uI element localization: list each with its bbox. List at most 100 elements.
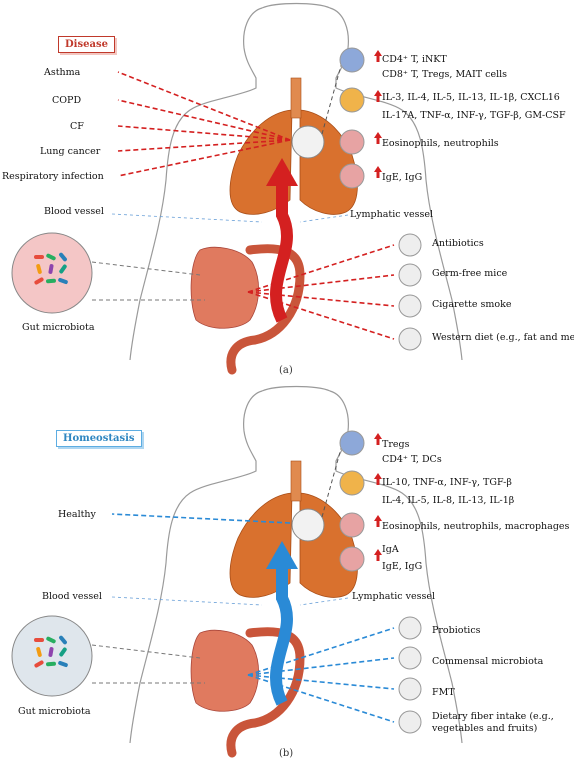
condition-arrow [117, 139, 291, 152]
bacterium-icon [58, 660, 68, 668]
immune-up-2-b: IL-10, TNF-α, INF-γ, TGF-β [382, 477, 512, 488]
immune-up-4-b: IgA [382, 544, 399, 555]
panel-a-caption: (a) [279, 365, 293, 376]
small-intestine [190, 246, 259, 329]
small-intestine [190, 629, 259, 712]
immune-down-2: IL-17A, TNF-α, INF-γ, TGF-β, GM-CSF [382, 110, 566, 121]
bacterium-icon [48, 264, 54, 274]
trachea [290, 460, 302, 502]
immune-cell-icon [339, 87, 365, 113]
blood-vessel-leader [111, 213, 263, 223]
up-arrow-icon [374, 132, 382, 144]
immune-cell-icon [339, 163, 365, 189]
factor-icon [398, 294, 422, 318]
factor-arrow [247, 627, 395, 676]
up-arrow-icon [374, 50, 382, 62]
immune-up-1-b: Tregs [382, 439, 410, 450]
bacterium-icon [59, 264, 67, 274]
up-arrow-icon [374, 515, 382, 527]
panel-b-caption: (b) [279, 748, 294, 759]
vessel-path [270, 563, 293, 706]
immune-cell-icon [339, 430, 365, 456]
blood-vessel-leader [111, 596, 263, 606]
immune-down-1-b: CD4⁺ T, DCs [382, 454, 442, 465]
trachea [290, 77, 302, 119]
factor-cigarette-smoke: Cigarette smoke [432, 299, 512, 310]
factor-arrow [247, 291, 395, 340]
up-arrow-icon [374, 549, 382, 561]
up-arrow-icon [374, 473, 382, 485]
immune-up-3: Eosinophils, neutrophils [382, 138, 499, 149]
lymphatic-vessel-leader [299, 214, 349, 223]
factor-icon [398, 263, 422, 287]
homeostasis-label: Homeostasis [56, 430, 142, 447]
gut-microbiota-label: Gut microbiota [22, 322, 95, 333]
bacterium-icon [46, 253, 56, 261]
factor-arrow [247, 657, 395, 676]
factor-icon [398, 327, 422, 351]
factor-icon [398, 677, 422, 701]
panel-b-art [11, 385, 463, 758]
bacterium-icon [46, 661, 56, 667]
factor-icon [398, 616, 422, 640]
immune-cell-icon [339, 546, 365, 572]
immune-up-4: IgE, IgG [382, 172, 423, 183]
blood-vessel-label-b: Blood vessel [42, 591, 102, 602]
lung-inset [291, 508, 325, 542]
immune-cell-icon [339, 470, 365, 496]
condition-arrow [117, 99, 291, 141]
bacterium-icon [34, 638, 44, 642]
up-arrow-icon [374, 433, 382, 445]
lymphatic-vessel-label-b: Lymphatic vessel [352, 591, 435, 602]
bacterium-icon [34, 277, 44, 285]
bacterium-icon [46, 278, 56, 284]
immune-up-1: CD4⁺ T, iNKT [382, 54, 447, 65]
bacterium-icon [59, 252, 67, 262]
up-arrow-icon [374, 90, 382, 102]
vessel-arrowhead [266, 158, 298, 186]
immune-cell-icon [339, 47, 365, 73]
inset-leader [321, 444, 343, 518]
factor-arrow [247, 244, 395, 293]
factor-antibiotics: Antibiotics [432, 238, 484, 249]
factor-arrow [247, 674, 395, 690]
immune-down-2-b: IL-4, IL-5, IL-8, IL-13, IL-1β [382, 495, 515, 506]
up-arrow-icon [374, 166, 382, 178]
factor-arrow [247, 674, 395, 723]
bacterium-icon [34, 255, 44, 259]
bacterium-icon [34, 660, 44, 668]
condition-arrow [111, 513, 291, 524]
factor-probiotics: Probiotics [432, 625, 481, 636]
condition-arrow [117, 125, 291, 141]
factor-arrow [247, 274, 395, 293]
bacterium-icon [36, 647, 42, 657]
bacterium-icon [59, 635, 67, 645]
factor-germ-free-mice: Germ-free mice [432, 268, 508, 279]
factor-commensal-microbiota: Commensal microbiota [432, 656, 544, 667]
disease-label: Disease [58, 36, 115, 53]
blood-vessel-label: Blood vessel [44, 206, 104, 217]
lymphatic-vessel-label: Lymphatic vessel [350, 209, 433, 220]
condition-arrow [117, 71, 291, 141]
factor-icon [398, 710, 422, 734]
factor-icon [398, 646, 422, 670]
bacterium-icon [46, 636, 56, 644]
microbiota-leader-top [91, 644, 201, 659]
bacterium-icon [48, 647, 54, 657]
vessel-arrowhead [266, 541, 298, 569]
factor-western-diet: Western diet (e.g., fat and meat) [432, 332, 574, 343]
bacterium-icon [36, 264, 42, 274]
lung-inset [291, 125, 325, 159]
immune-cell-icon [339, 512, 365, 538]
factor-arrow [247, 291, 395, 307]
lymphatic-vessel-leader [299, 597, 349, 606]
condition-asthma: Asthma [44, 67, 81, 78]
condition-cf: CF [70, 121, 84, 132]
microbiota-leader-top [91, 261, 201, 276]
immune-down-4-b: IgE, IgG [382, 561, 423, 572]
vessel-path [270, 180, 293, 323]
factor-fmt: FMT [432, 687, 455, 698]
immune-cell-icon [339, 129, 365, 155]
